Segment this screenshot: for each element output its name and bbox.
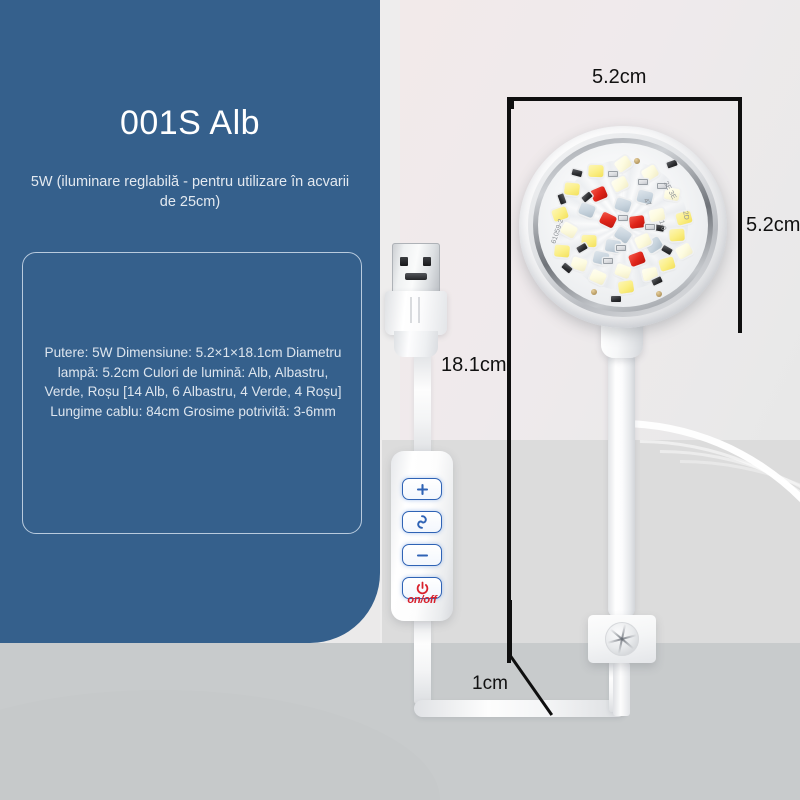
dim-length-label: 18.1cm	[441, 354, 507, 376]
dim-top-left-cap	[510, 97, 514, 109]
cable-bottom-run	[414, 700, 626, 717]
lamp-stem	[608, 352, 635, 617]
led-warm	[563, 182, 581, 196]
brightness-down-button[interactable]	[402, 544, 442, 566]
usb-ridge-1	[410, 297, 412, 323]
info-panel: 001S Alb 5W (iluminare reglabilă - pentr…	[0, 0, 380, 643]
power-button[interactable]	[402, 577, 442, 599]
usb-ridge-2	[418, 297, 420, 323]
led-warm	[669, 228, 686, 242]
dim-thickness-leader-vertical	[508, 600, 512, 658]
usb-contact-left	[400, 257, 408, 266]
onoff-label: on/off	[407, 594, 437, 606]
dim-width-label: 5.2cm	[592, 66, 647, 88]
clamp-post	[613, 662, 630, 716]
usb-tongue-slot	[405, 273, 427, 280]
pcb-solder-pad	[633, 158, 640, 165]
brightness-up-button[interactable]	[402, 478, 442, 500]
page-title: 001S Alb	[119, 104, 261, 142]
color-cycle-swirl-icon	[417, 515, 427, 529]
led-warm	[618, 280, 635, 295]
led-red	[628, 214, 645, 229]
pcb-solder-pad	[655, 290, 662, 297]
led-warm	[588, 164, 604, 178]
pcb-silkscreen-text: 2D	[681, 210, 690, 221]
pcb-component	[611, 295, 622, 302]
plus-icon	[416, 483, 428, 495]
cable-usb-to-controller	[414, 352, 431, 460]
pcb-solder-pad	[591, 289, 598, 296]
led-warm	[658, 256, 677, 273]
pcb-component	[645, 223, 656, 230]
pcb-component	[616, 244, 627, 251]
cable-controller-down	[414, 612, 431, 704]
power-icon	[416, 581, 428, 594]
specification-box: Putere: 5W Dimensiune: 5.2×1×18.1cm Diam…	[22, 252, 362, 534]
dim-top-horizontal-line	[510, 97, 742, 101]
inline-controller: on/off	[391, 451, 453, 621]
pcb-component	[657, 182, 668, 189]
pcb-component	[571, 168, 583, 177]
usb-plastic-body	[385, 291, 447, 335]
dim-height-label: 5.2cm	[746, 214, 800, 236]
pcb-component	[666, 159, 679, 169]
color-mode-button[interactable]	[402, 511, 442, 533]
pcb-component	[607, 171, 618, 178]
pcb-component	[602, 258, 613, 265]
pcb-component	[638, 179, 649, 186]
specification-text: Putere: 5W Dimensiune: 5.2×1×18.1cm Diam…	[44, 345, 342, 419]
pcb-component	[618, 215, 628, 222]
led-white	[569, 256, 588, 273]
led-warm	[553, 244, 570, 258]
clamp-mount	[588, 615, 656, 663]
usb-strain-relief	[394, 331, 438, 357]
usb-contact-right	[423, 257, 431, 266]
dim-left-vertical-line	[507, 97, 511, 663]
dim-thickness-label: 1cm	[472, 673, 508, 694]
clamp-thumbscrew-knob	[605, 622, 639, 656]
dim-right-vertical-line	[738, 97, 742, 333]
usb-metal-shell	[392, 243, 440, 295]
minus-icon	[416, 553, 428, 557]
panel-subtitle: 5W (iluminare reglabilă - pentru utiliza…	[30, 174, 350, 210]
